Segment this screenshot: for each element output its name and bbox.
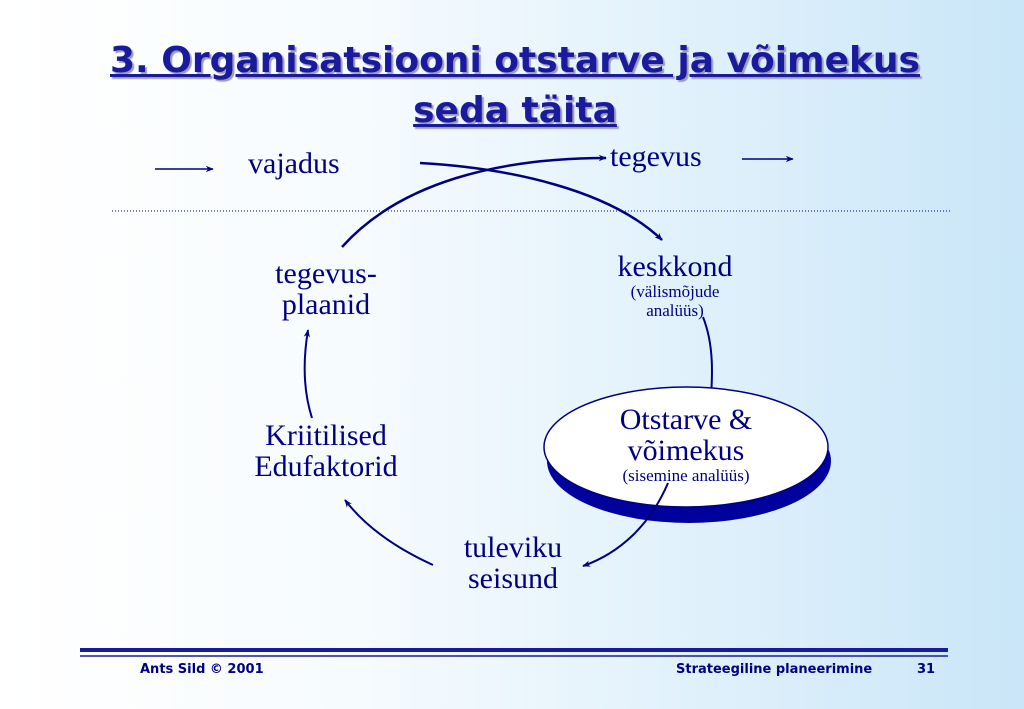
label-tegevus: tegevus [610,141,702,172]
arrow-vajadus-to-keskkond [419,161,663,241]
otstarve-note: (sisemine analüüs) [622,466,750,485]
slide-title: 3. Organisatsiooni otstarve ja võimekus … [60,36,970,136]
tuleviku-line1: tuleviku [463,531,563,564]
tegevus-text: tegevus [610,140,702,173]
kriitilised-line2: Edufaktorid [254,450,398,483]
otstarve-ellipse [543,386,829,508]
label-otstarve: Otstarve & võimekus (sisemine analüüs) [566,404,806,485]
footer-author: Ants Sild © 2001 [140,662,264,677]
label-tegevusplaanid: tegevus- plaanid [236,258,416,320]
keskkond-text: keskkond [617,250,733,283]
otstarve-line1: Otstarve & [619,403,753,436]
otstarve-line2: võimekus [627,434,745,467]
tegevusplaanid-line1: tegevus- [275,257,377,290]
slide-title-line2: seda täita [413,90,617,131]
label-tuleviku: tuleviku seisund [420,532,606,594]
keskkond-note-line2: analüüs) [646,301,704,320]
label-vajadus: vajadus [248,148,340,179]
arrow-tuleviku-to-kriitilised [344,499,434,566]
tegevusplaanid-line2: plaanid [281,288,371,321]
label-keskkond: keskkond (välismõjude analüüs) [590,251,760,320]
keskkond-note-line1: (välismõjude [630,282,720,301]
arrow-kriitilised-to-plaanid [303,329,313,419]
arrow-plaanid-to-tegevus [341,154,607,248]
footer-page-number: 31 [917,662,936,677]
footer-course: Strateegiline planeerimine [676,662,873,677]
tuleviku-line2: seisund [468,562,558,595]
arrow-otstarve-to-tuleviku [582,482,669,567]
label-kriitilised: Kriitilised Edufaktorid [216,420,436,482]
kriitilised-line1: Kriitilised [265,419,387,452]
slide-title-line1: 3. Organisatsiooni otstarve ja võimekus [110,40,920,81]
vajadus-text: vajadus [248,147,340,180]
